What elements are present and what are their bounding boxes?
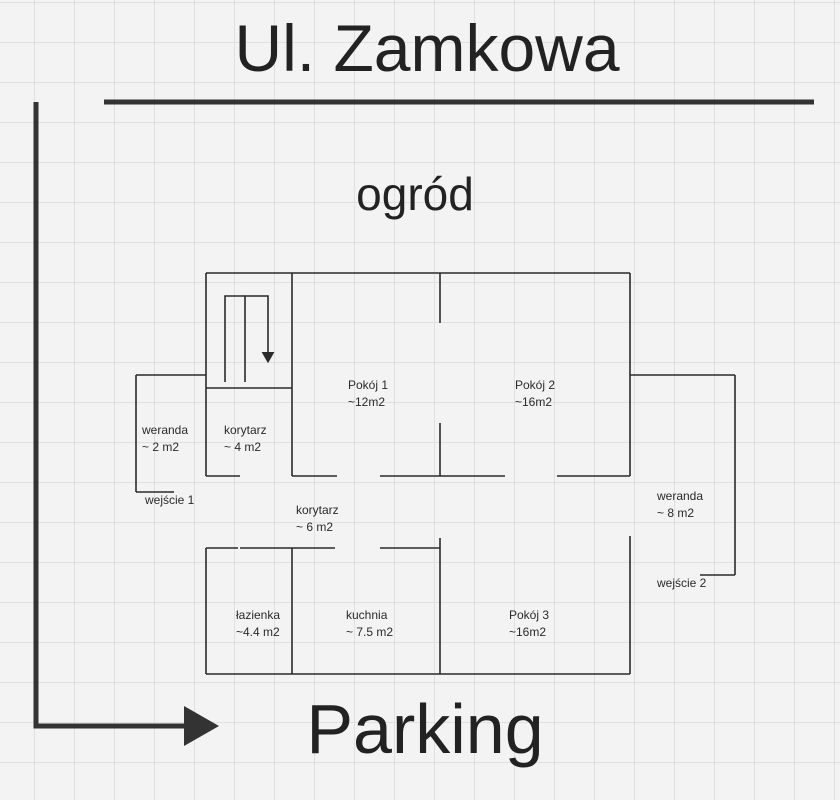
route-arrow — [33, 102, 219, 746]
room-lazienka: łazienka ~4.4 m2 — [236, 607, 280, 641]
room-weranda-left: weranda ~ 2 m2 — [142, 422, 188, 456]
room-name: Pokój 1 — [348, 378, 389, 392]
room-pokoj-3: Pokój 3 ~16m2 — [509, 607, 549, 641]
room-name: weranda — [142, 423, 189, 437]
room-area: ~ 7.5 m2 — [346, 625, 394, 639]
room-area: ~4.4 m2 — [236, 625, 280, 639]
stairs-outline — [224, 295, 245, 382]
street-name-title: Ul. Zamkowa — [234, 11, 620, 85]
walls-group — [135, 272, 736, 675]
room-area: ~ 8 m2 — [657, 506, 695, 520]
room-weranda-right: weranda ~ 8 m2 — [657, 488, 703, 522]
room-area: ~12m2 — [348, 395, 386, 409]
room-name: Pokój 3 — [509, 608, 550, 622]
room-name: korytarz — [296, 503, 339, 517]
room-area: ~16m2 — [509, 625, 547, 639]
entrance-2-label: wejście 2 — [657, 576, 707, 590]
room-name: korytarz — [224, 423, 267, 437]
parking-label: Parking — [306, 690, 544, 768]
room-name: weranda — [657, 489, 704, 503]
room-area: ~ 6 m2 — [296, 520, 334, 534]
room-pokoj-1: Pokój 1 ~12m2 — [348, 377, 388, 411]
room-area: ~16m2 — [515, 395, 553, 409]
stairs-arrow — [244, 295, 275, 382]
entrance-1-label: wejście 1 — [145, 493, 195, 507]
room-area: ~ 4 m2 — [224, 440, 262, 454]
room-name: Pokój 2 — [515, 378, 556, 392]
room-kuchnia: kuchnia ~ 7.5 m2 — [346, 607, 393, 641]
room-area: ~ 2 m2 — [142, 440, 180, 454]
room-name: łazienka — [236, 608, 281, 622]
room-pokoj-2: Pokój 2 ~16m2 — [515, 377, 555, 411]
room-name: kuchnia — [346, 608, 388, 622]
room-korytarz-middle: korytarz ~ 6 m2 — [296, 502, 339, 536]
garden-label: ogród — [356, 168, 474, 220]
room-korytarz-upper: korytarz ~ 4 m2 — [224, 422, 267, 456]
